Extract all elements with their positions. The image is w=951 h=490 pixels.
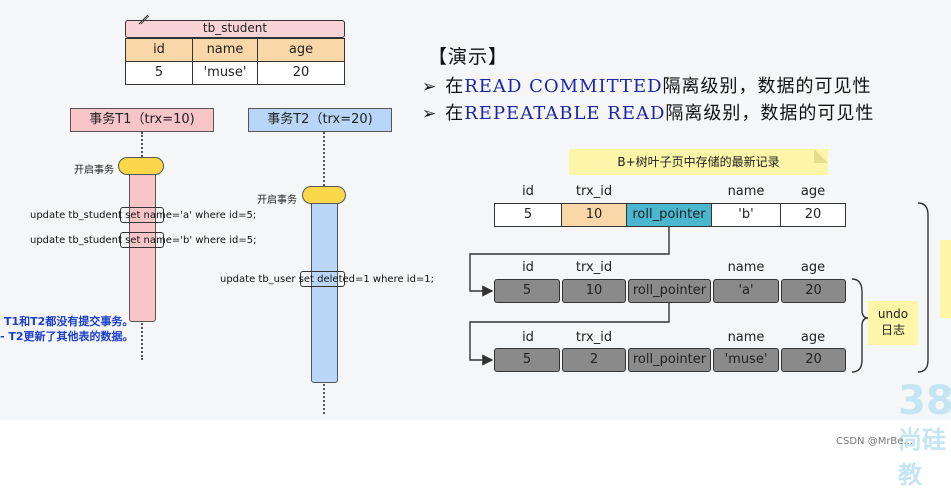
- isolation-level-rc: READ COMMITTED: [464, 76, 663, 97]
- t2-start-pill: [302, 186, 346, 204]
- col-label-age: age: [800, 260, 826, 275]
- demo-title: 【演示】: [428, 46, 509, 68]
- undo2-id: 5: [494, 348, 560, 372]
- tb-cell-id: 5: [125, 61, 193, 85]
- col-label-trx-id: trx_id: [575, 260, 613, 275]
- isolation-level-rr: REPEATABLE READ: [464, 103, 666, 124]
- undo-log-label: undo 日志: [868, 301, 918, 345]
- col-label-id: id: [522, 260, 534, 275]
- col-label-name: name: [727, 330, 765, 345]
- note-line-2: - T2更新了其他表的数据。: [0, 330, 134, 343]
- undo2-age: 20: [781, 348, 846, 372]
- offscreen-note-edge: [940, 240, 951, 318]
- undo2-name: 'muse': [713, 348, 779, 372]
- undo-brace: [851, 278, 869, 373]
- undo1-age: 20: [781, 279, 846, 303]
- latest-age: 20: [780, 203, 846, 227]
- t1-stmt2-highlight: [120, 232, 164, 248]
- demo-line-pre: 在: [445, 103, 465, 124]
- t1-start-pill: [118, 157, 164, 175]
- undo2-roll-pointer: roll_pointer: [628, 348, 711, 372]
- roll-pointer-arrows: [469, 202, 929, 373]
- undo-label-line2: 日志: [880, 323, 905, 337]
- col-label-trx-id: trx_id: [575, 184, 613, 199]
- t1-update-stmt-1: update tb_student set name='a' where id=…: [30, 210, 257, 221]
- t1-stmt1-highlight: [120, 207, 164, 223]
- arrow-icon: ➢: [422, 104, 438, 124]
- col-label-id: id: [522, 330, 534, 345]
- col-label-trx-id: trx_id: [575, 330, 613, 345]
- csdn-watermark: CSDN @MrBe...: [836, 436, 913, 447]
- tb-header-age: age: [257, 38, 345, 62]
- demo-line-pre: 在: [445, 76, 465, 97]
- demo-line-rc: ➢ 在READ COMMITTED隔离级别，数据的可见性: [422, 72, 872, 98]
- t1-update-stmt-2: update tb_student set name='b' where id=…: [30, 235, 257, 246]
- demo-line-post: 隔离级别，数据的可见性: [665, 103, 875, 124]
- t2-update-stmt: update tb_user set deleted=1 where id=1;: [220, 274, 435, 285]
- t2-start-label: 开启事务: [257, 195, 297, 206]
- demo-line-rr: ➢ 在REPEATABLE READ隔离级别，数据的可见性: [422, 99, 874, 125]
- note-line-1: T1和T2都没有提交事务。: [4, 315, 134, 328]
- col-label-name: name: [727, 260, 765, 275]
- transaction-t1-header: 事务T1（trx=10): [70, 108, 214, 132]
- logo-watermark-text: 尚硅教: [898, 426, 946, 489]
- arrow-undo1-to-undo2: [469, 303, 670, 366]
- undo1-id: 5: [494, 279, 560, 303]
- arrow-icon: ➢: [422, 77, 438, 97]
- tb-cell-name: 'muse': [192, 61, 258, 85]
- t2-stmt-highlight: [300, 271, 345, 287]
- col-label-age: age: [800, 330, 826, 345]
- t1-active-bar: [129, 166, 156, 322]
- latest-trx-id: 10: [561, 203, 627, 227]
- tb-header-id: id: [125, 38, 193, 62]
- t2-active-bar: [311, 195, 338, 383]
- latest-roll-pointer: roll_pointer: [626, 203, 712, 227]
- tb-student-title: tb_student: [125, 20, 345, 38]
- undo1-trx-id: 10: [562, 279, 626, 303]
- logo-watermark-number: 38: [898, 378, 951, 424]
- t1-start-label: 开启事务: [74, 165, 114, 176]
- outer-brace: [917, 202, 929, 373]
- tb-header-name: name: [192, 38, 258, 62]
- undo2-trx-id: 2: [562, 348, 626, 372]
- pencil-icon: [138, 10, 150, 25]
- undo1-roll-pointer: roll_pointer: [628, 279, 711, 303]
- undo1-name: 'a': [713, 279, 779, 303]
- demo-line-post: 隔离级别，数据的可见性: [662, 76, 872, 97]
- col-label-id: id: [522, 184, 534, 199]
- col-label-name: name: [727, 184, 765, 199]
- latest-record-note: B+树叶子页中存储的最新记录: [569, 149, 828, 175]
- latest-name: 'b': [711, 203, 781, 227]
- arrow-latest-to-undo1: [469, 227, 670, 297]
- tb-cell-age: 20: [257, 61, 345, 85]
- undo-label-line1: undo: [877, 307, 909, 321]
- col-label-age: age: [800, 184, 826, 199]
- transaction-t2-header: 事务T2（trx=20): [248, 108, 392, 132]
